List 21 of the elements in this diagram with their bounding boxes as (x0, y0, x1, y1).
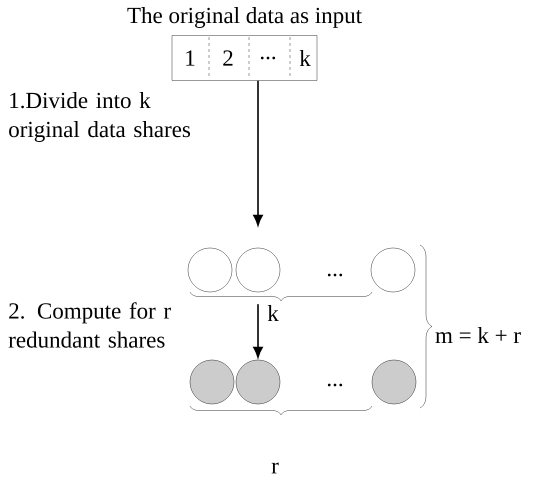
share-circle (372, 360, 416, 404)
heading: The original data as input (127, 7, 362, 28)
equation-label: m = k + r (436, 327, 521, 343)
cell-label: ... (260, 56, 276, 60)
brace-label: r (272, 462, 279, 474)
share-circle (236, 248, 280, 292)
share-circle (236, 360, 280, 404)
brace-label: k (268, 305, 279, 321)
edge-label: 1.Divide into k original data shares (9, 92, 190, 142)
ellipsis: ... (328, 384, 342, 386)
cell-label: 2 (223, 50, 232, 66)
edge-label: 2. Compute for r redundant shares (8, 302, 171, 348)
cell-label: 1 (186, 50, 194, 66)
arrow (253, 304, 263, 358)
ellipsis: ... (328, 274, 342, 276)
share-circle (370, 248, 416, 292)
share-circle (190, 360, 234, 404)
share-circle (188, 248, 232, 292)
data-box (172, 35, 318, 81)
cell-label: k (300, 50, 311, 66)
arrow (253, 80, 263, 226)
